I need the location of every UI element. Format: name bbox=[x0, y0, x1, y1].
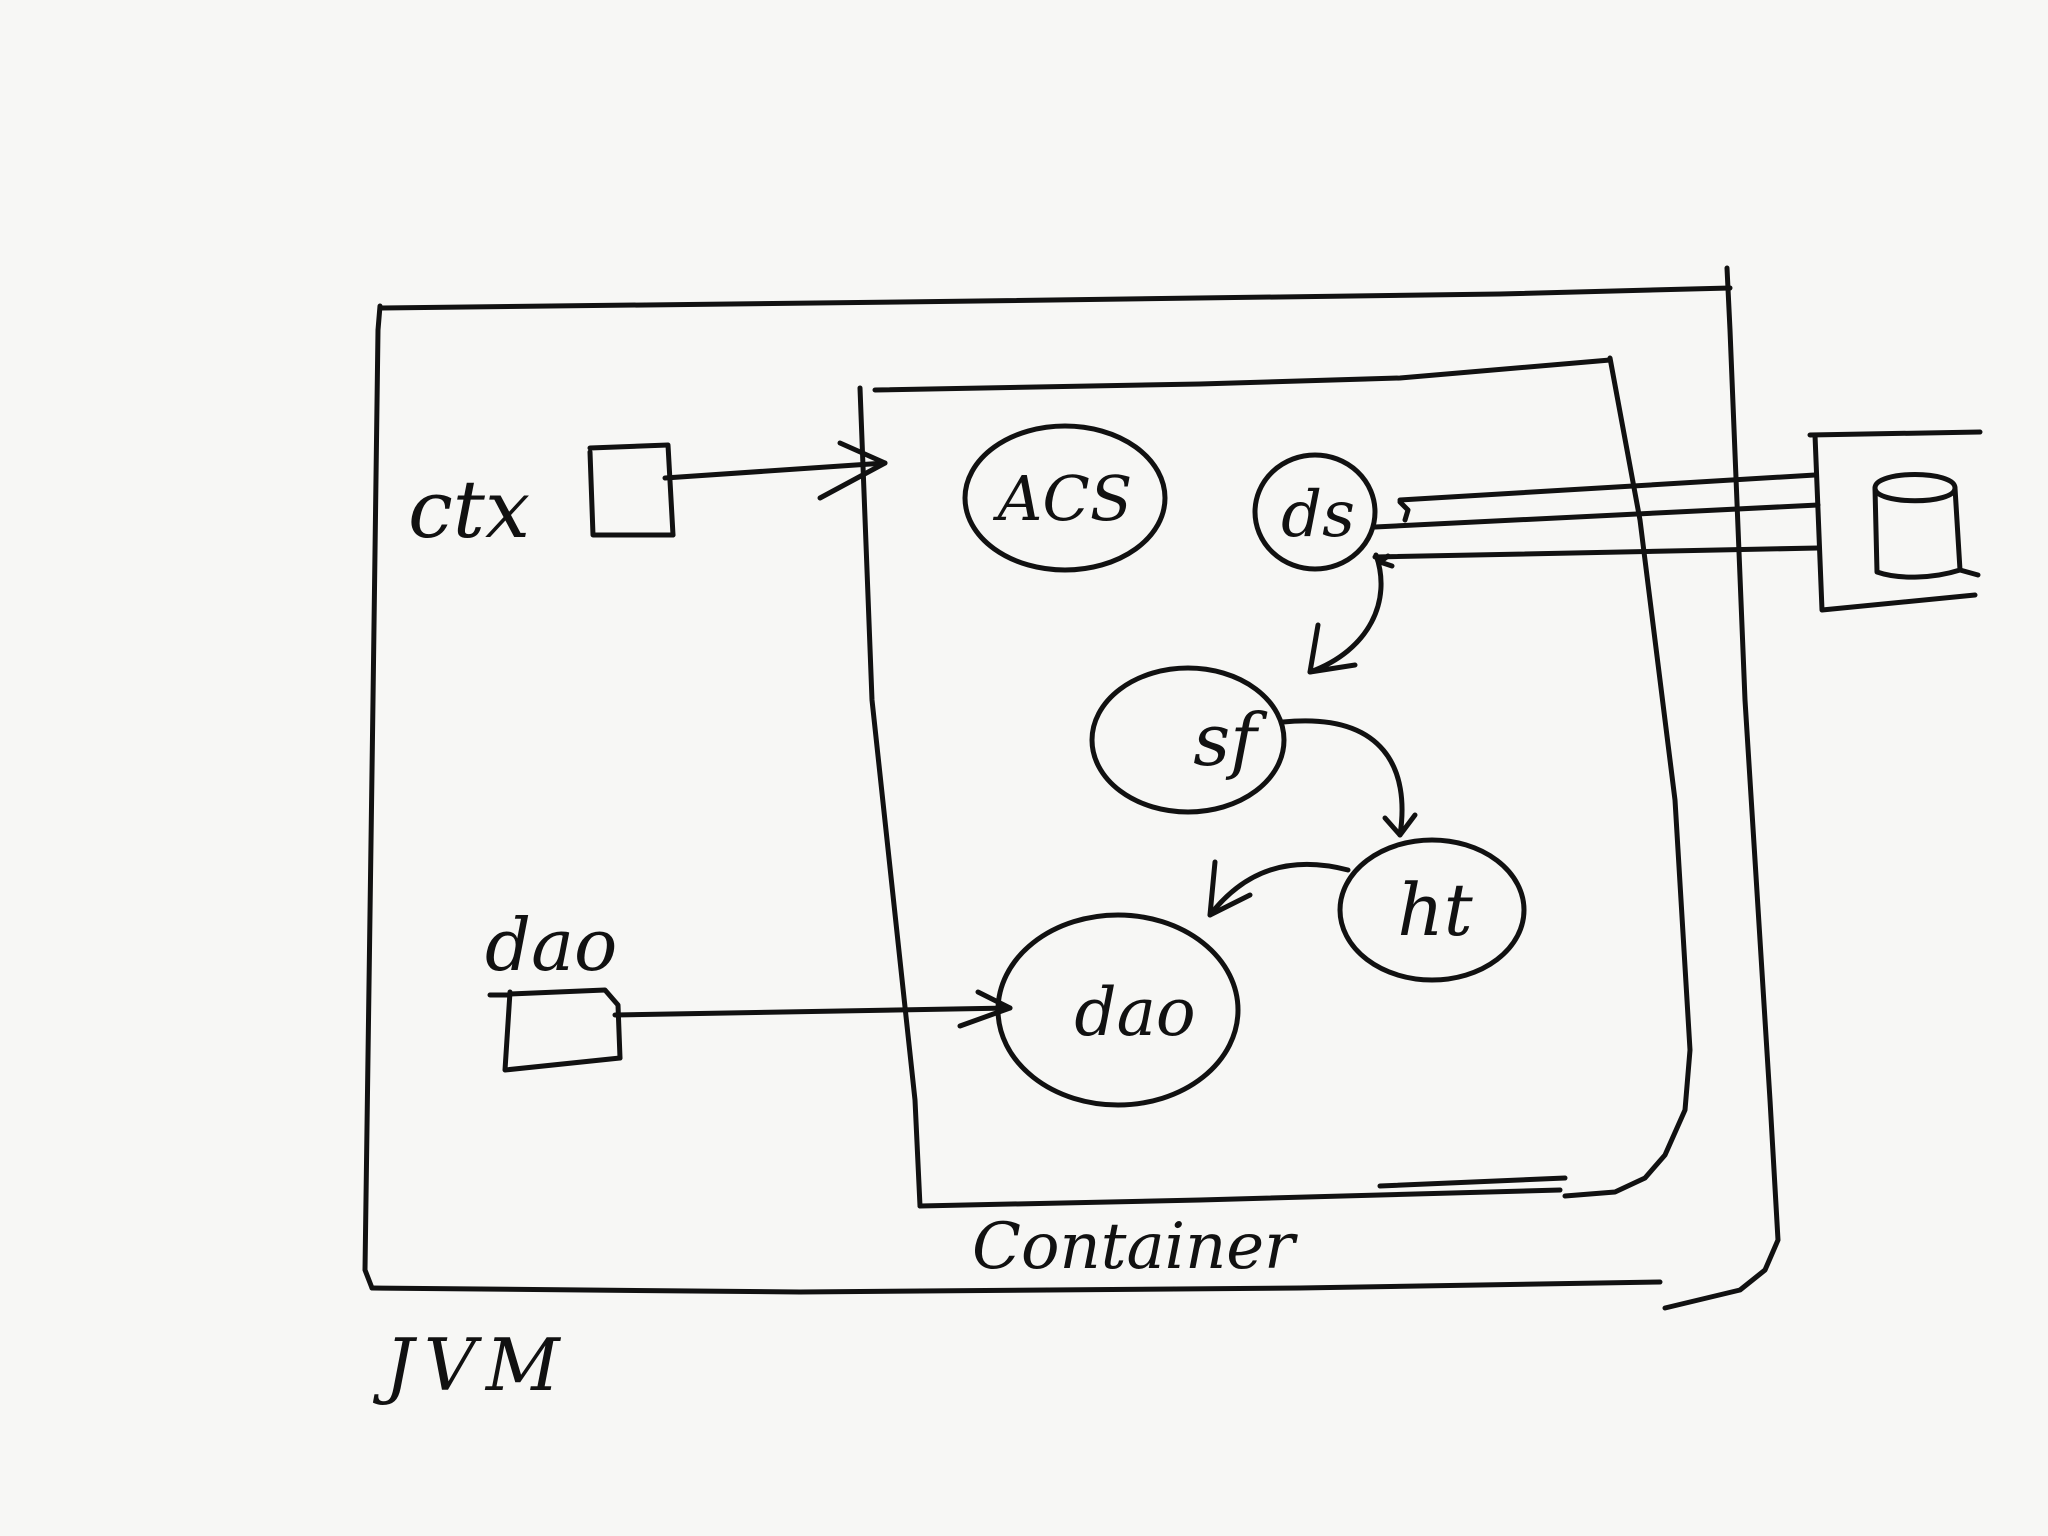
arrow-dao-ref-to-dao bbox=[612, 989, 1013, 1029]
bean-ds-label: ds bbox=[1281, 478, 1355, 552]
arrow-ht-to-dao bbox=[1207, 859, 1351, 918]
arrow-ctx-to-container bbox=[662, 440, 888, 501]
bean-sf-circle bbox=[1089, 665, 1287, 815]
ctx-reference bbox=[587, 442, 676, 538]
container-label: Container bbox=[972, 1210, 1298, 1284]
bean-sf-label: sf bbox=[1193, 698, 1268, 782]
database-cylinder-icon bbox=[1807, 429, 1983, 613]
bean-ds-circle bbox=[1252, 452, 1378, 572]
bean-dao-label: dao bbox=[1074, 974, 1195, 1051]
jvm-box bbox=[362, 265, 1781, 1311]
bean-ht-label: ht bbox=[1397, 868, 1473, 952]
jvm-label: JVM bbox=[372, 1323, 570, 1407]
bean-ht-circle bbox=[1337, 837, 1527, 983]
dao-reference-label: dao bbox=[485, 903, 617, 987]
arrow-ds-to-database bbox=[1372, 472, 1821, 569]
arrow-sf-to-ht bbox=[1280, 718, 1418, 838]
bean-dao-circle bbox=[995, 912, 1241, 1108]
ctx-label: ctx bbox=[408, 463, 530, 556]
bean-acs-circle bbox=[962, 423, 1168, 573]
bean-acs-label: ACS bbox=[993, 462, 1133, 535]
arrow-ds-to-sf bbox=[1307, 552, 1384, 675]
dao-reference bbox=[487, 987, 623, 1073]
container-box bbox=[857, 355, 1693, 1209]
